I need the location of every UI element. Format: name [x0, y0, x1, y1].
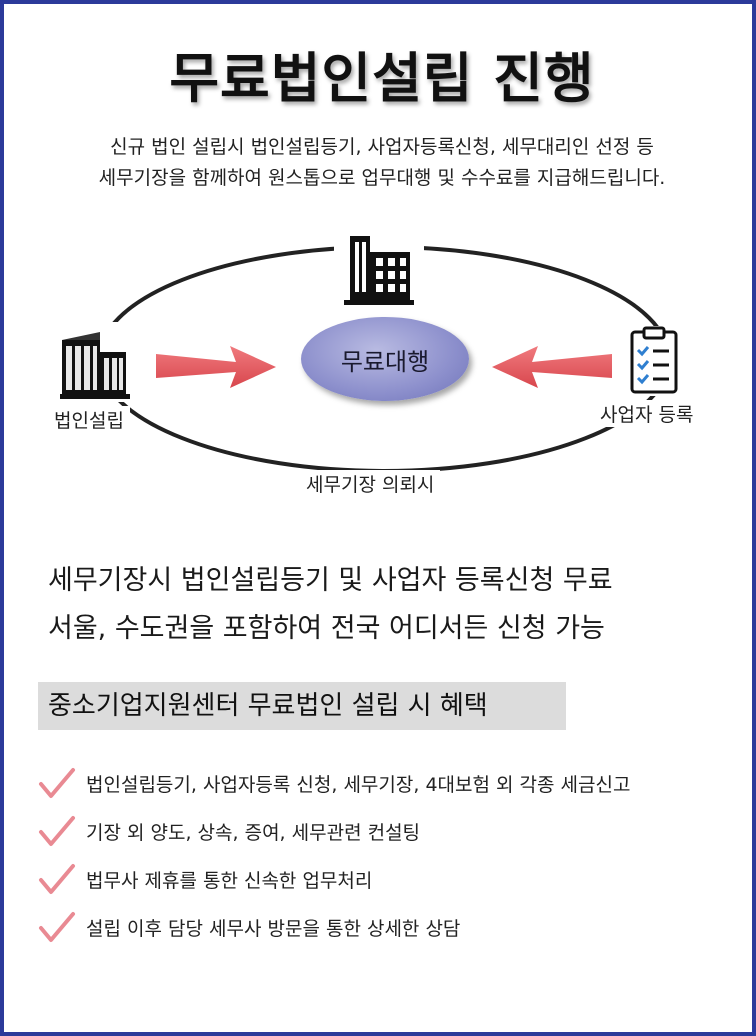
arrow-right — [492, 346, 612, 388]
checkmark-icon — [39, 768, 75, 798]
list-item: 법무사 제휴를 통한 신속한 업무처리 — [38, 855, 738, 903]
node-label-right: 사업자 등록 — [594, 400, 700, 427]
highlight-text: 세무기장시 법인설립등기 및 사업자 등록신청 무료 서울, 수도권을 포함하여… — [48, 557, 738, 653]
benefit-text: 법무사 제휴를 통한 신속한 업무처리 — [86, 869, 373, 892]
checkmark-icon — [39, 864, 75, 894]
office-building-icon — [56, 322, 136, 402]
node-label-left: 법인설립 — [48, 406, 130, 433]
building-icon — [334, 226, 424, 306]
checkmark-icon — [39, 912, 75, 942]
list-item: 설립 이후 담당 세무사 방문을 통한 상세한 상담 — [38, 903, 738, 951]
highlight-line: 세무기장시 법인설립등기 및 사업자 등록신청 무료 — [48, 565, 613, 596]
node-label-bottom: 세무기장 의뢰시 — [300, 470, 441, 497]
center-service-ellipse: 무료대행 — [301, 317, 469, 401]
highlight-line: 서울, 수도권을 포함하여 전국 어디서든 신청 가능 — [48, 613, 605, 644]
benefit-text: 설립 이후 담당 세무사 방문을 통한 상세한 상담 — [86, 917, 461, 940]
page-title: 무료법인설립 진행 — [169, 47, 595, 110]
checkmark-icon — [39, 816, 75, 846]
benefit-text: 기장 외 양도, 상속, 증여, 세무관련 컨설팅 — [86, 821, 421, 844]
clipboard-checklist-icon — [622, 326, 686, 396]
process-diagram: 무료대행 법인설립 사업자 등록 세무기장 의뢰시 — [4, 214, 756, 514]
intro-text: 신규 법인 설립시 법인설립등기, 사업자등록신청, 세무대리인 선정 등 세무… — [24, 132, 740, 194]
intro-line: 세무기장을 함께하여 원스톱으로 업무대행 및 수수료를 지급해드립니다. — [98, 167, 666, 189]
list-item: 법인설립등기, 사업자등록 신청, 세무기장, 4대보험 외 각종 세금신고 — [38, 759, 738, 807]
benefits-heading: 중소기업지원센터 무료법인 설립 시 혜택 — [38, 682, 566, 730]
benefits-list: 법인설립등기, 사업자등록 신청, 세무기장, 4대보험 외 각종 세금신고 기… — [38, 759, 738, 951]
list-item: 기장 외 양도, 상속, 증여, 세무관련 컨설팅 — [38, 807, 738, 855]
intro-line: 신규 법인 설립시 법인설립등기, 사업자등록신청, 세무대리인 선정 등 — [110, 136, 654, 158]
benefit-text: 법인설립등기, 사업자등록 신청, 세무기장, 4대보험 외 각종 세금신고 — [86, 773, 631, 796]
arrow-left — [156, 346, 276, 388]
